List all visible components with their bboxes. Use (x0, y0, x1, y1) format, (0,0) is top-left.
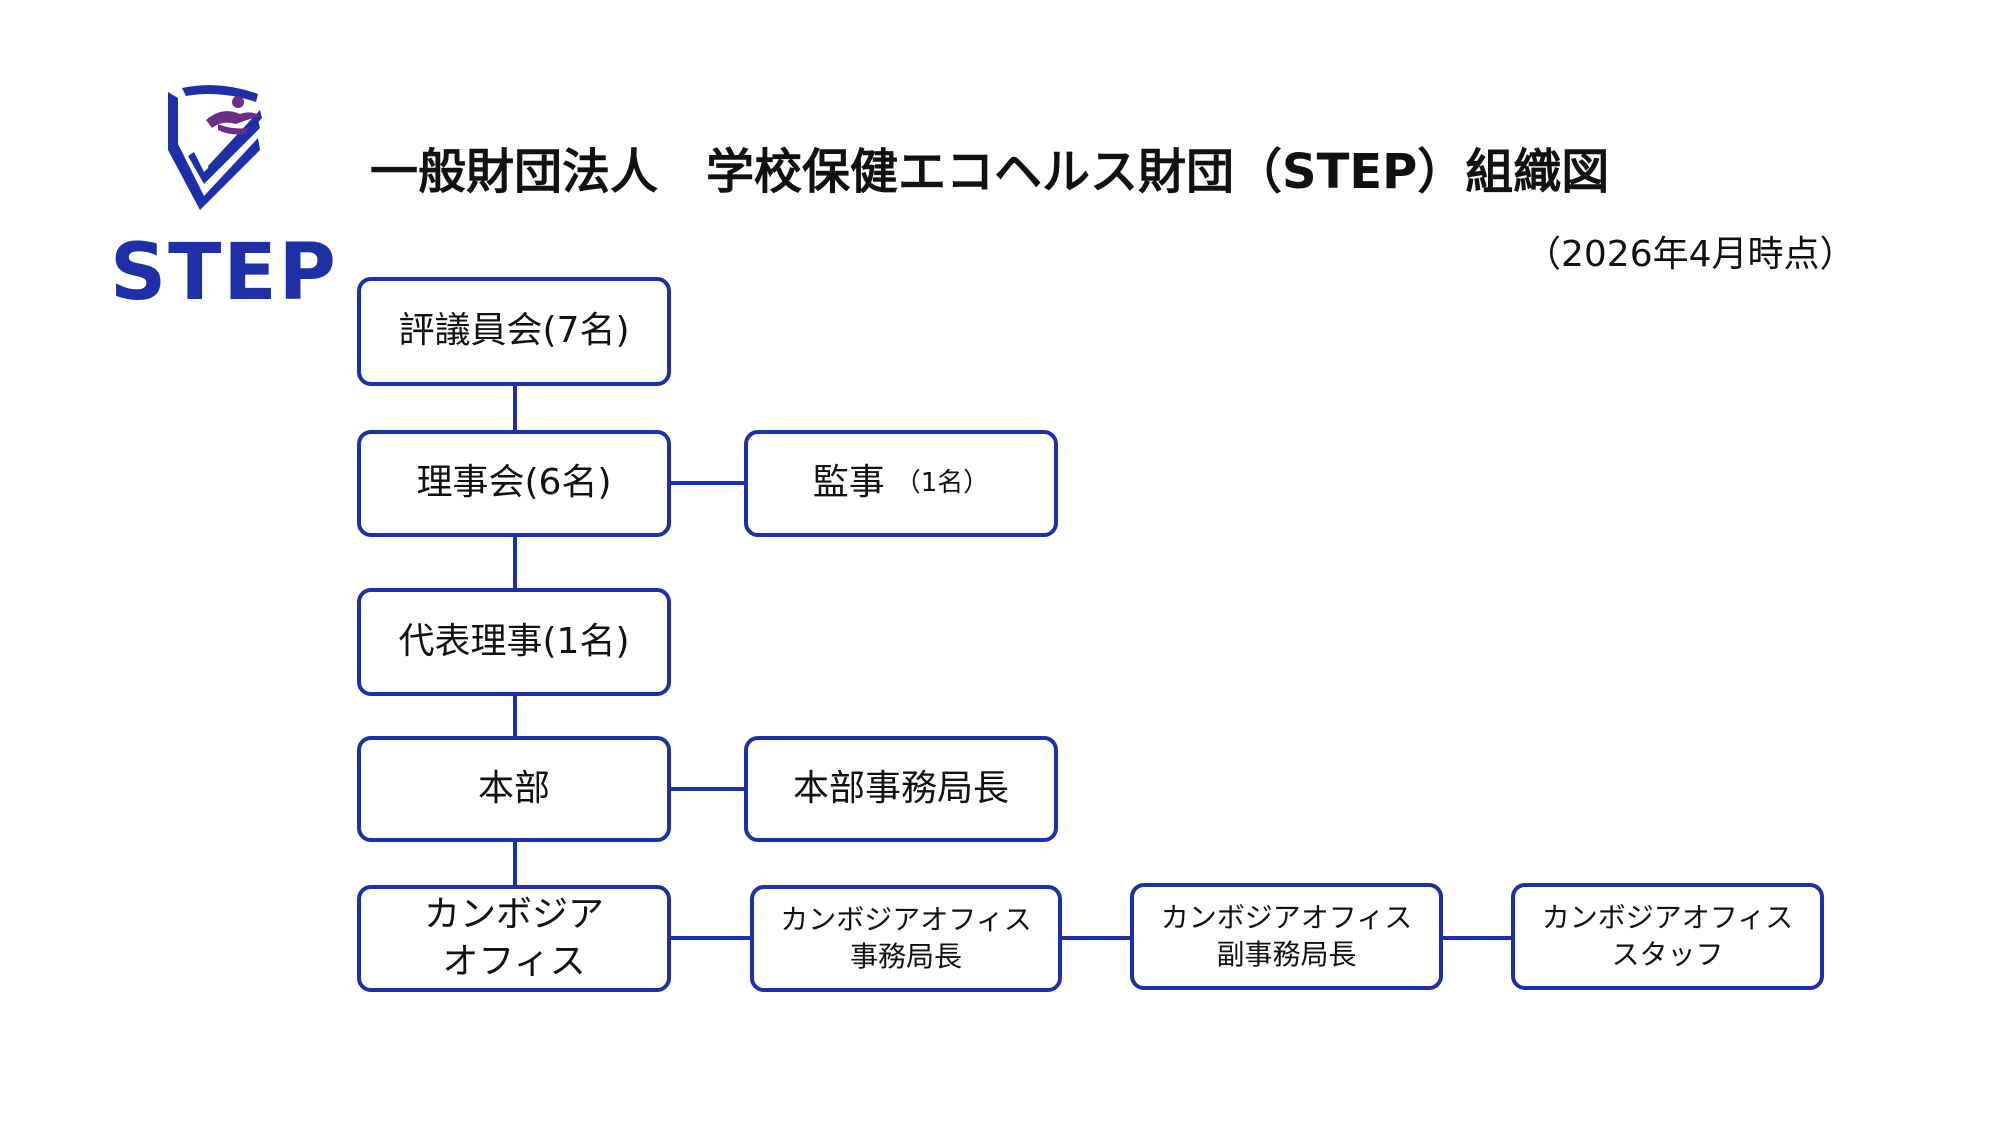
node-representative: 代表理事(1名) (357, 588, 671, 696)
step-logo-text: STEP (110, 228, 338, 318)
node-cambodia-director-label: カンボジアオフィス 事務局長 (780, 903, 1032, 973)
node-council: 評議員会(7名) (357, 277, 671, 386)
step-logo: STEP (110, 80, 336, 318)
node-headquarters-label: 本部 (477, 767, 550, 809)
node-auditor-count: （1名） (894, 467, 990, 498)
node-cambodia-staff: カンボジアオフィス スタッフ (1511, 883, 1824, 990)
node-cambodia-director: カンボジアオフィス 事務局長 (750, 885, 1062, 992)
node-auditor: 監事 （1名） (744, 430, 1058, 537)
node-cambodia-staff-label: カンボジアオフィス スタッフ (1541, 901, 1794, 971)
node-hq-secretary-general-label: 本部事務局長 (792, 767, 1009, 809)
node-cambodia-deputy-director: カンボジアオフィス 副事務局長 (1130, 883, 1443, 990)
node-cambodia-office-label: カンボジア オフィス (423, 893, 604, 982)
node-board-label: 理事会(6名) (416, 462, 612, 504)
node-hq-secretary-general: 本部事務局長 (744, 736, 1058, 842)
node-council-label: 評議員会(7名) (398, 310, 630, 352)
node-headquarters: 本部 (357, 736, 671, 842)
node-cambodia-office: カンボジア オフィス (357, 885, 671, 992)
date-note: （2026年4月時点） (1525, 234, 1856, 275)
step-emblem-icon (168, 85, 262, 210)
node-board: 理事会(6名) (357, 430, 671, 537)
node-auditor-label: 監事 (812, 462, 885, 504)
node-cambodia-deputy-director-label: カンボジアオフィス 副事務局長 (1160, 901, 1413, 971)
page-title: 一般財団法人 学校保健エコヘルス財団（STEP）組織図 (370, 144, 1610, 200)
node-representative-label: 代表理事(1名) (398, 620, 630, 662)
